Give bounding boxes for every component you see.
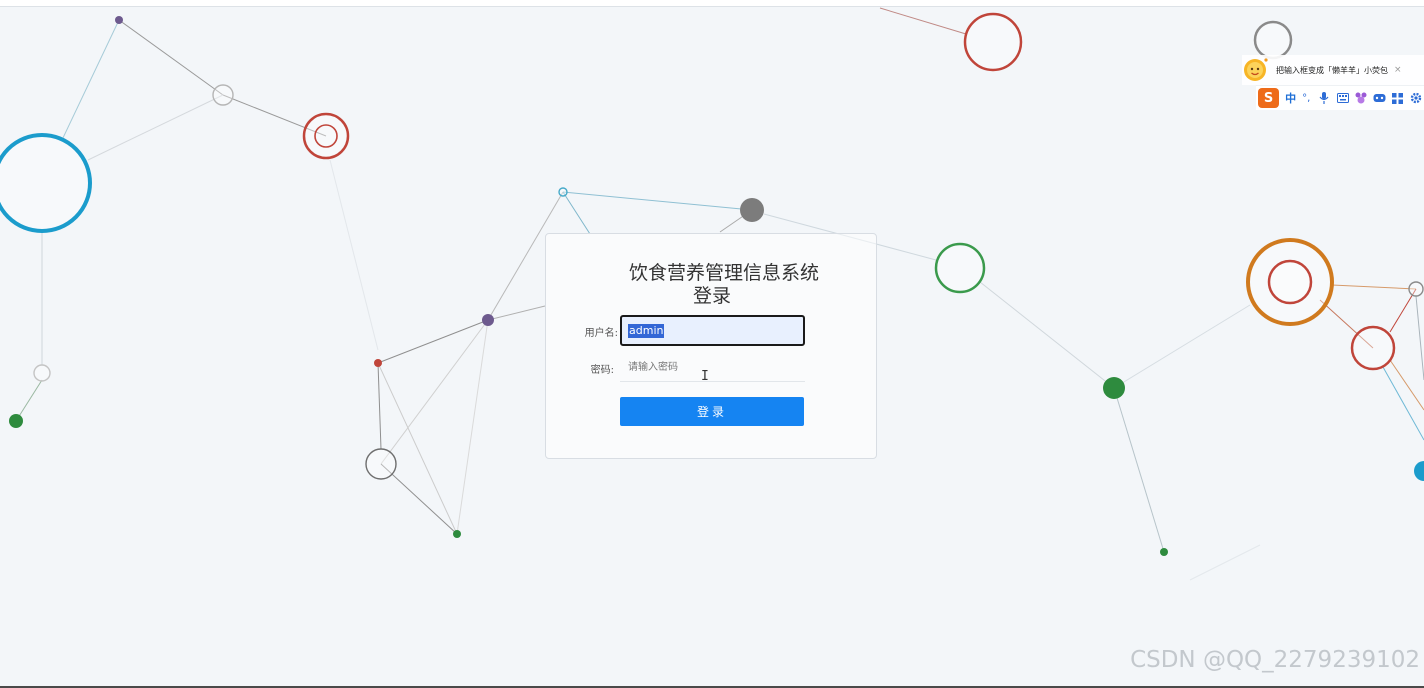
password-label: 密码: xyxy=(590,365,614,376)
network-node xyxy=(1350,325,1396,371)
username-label: 用户名: xyxy=(584,328,618,339)
ime-toolbar: S 中 °, xyxy=(1256,85,1424,110)
network-node xyxy=(212,84,234,106)
network-link xyxy=(1331,284,1417,290)
network-link xyxy=(456,319,489,535)
password-input[interactable] xyxy=(620,354,805,382)
network-link xyxy=(562,191,591,235)
ime-language-toggle[interactable]: 中 xyxy=(1285,92,1297,105)
network-link xyxy=(879,7,967,35)
network-node xyxy=(558,187,568,197)
network-node xyxy=(1103,377,1125,399)
network-link xyxy=(329,159,379,351)
network-node xyxy=(1414,461,1424,481)
network-link xyxy=(380,463,458,535)
close-icon[interactable]: × xyxy=(1394,65,1402,75)
network-link xyxy=(222,94,327,137)
settings-icon[interactable] xyxy=(1408,90,1424,106)
network-link xyxy=(1113,304,1251,389)
ime-tip-bubble[interactable]: 把输入框变成「懒羊羊」小荧包 × xyxy=(1242,55,1424,85)
ime-tip-text: 把输入框变成「懒羊羊」小荧包 xyxy=(1276,65,1388,75)
network-link xyxy=(61,19,120,141)
network-node xyxy=(963,12,1023,72)
network-node xyxy=(1253,20,1293,60)
network-link xyxy=(1382,366,1424,441)
network-link xyxy=(377,319,489,364)
text-cursor-icon: I xyxy=(701,369,709,384)
network-node xyxy=(374,359,382,367)
network-node xyxy=(934,242,986,294)
keyboard-icon[interactable] xyxy=(1335,90,1351,106)
network-node xyxy=(1160,548,1168,556)
network-link xyxy=(562,191,753,211)
network-node xyxy=(482,314,494,326)
system-title: 饮食营养管理信息系统 xyxy=(628,262,819,284)
network-node xyxy=(33,364,51,382)
network-link xyxy=(1415,295,1424,381)
login-title: 饮食营养管理信息系统 登录 xyxy=(546,262,878,308)
toolbox-icon[interactable] xyxy=(1389,90,1405,106)
login-heading: 登录 xyxy=(692,285,731,307)
punctuation-toggle[interactable]: °, xyxy=(1302,92,1311,104)
network-link xyxy=(377,362,382,450)
network-node xyxy=(453,530,461,538)
network-link xyxy=(15,379,43,422)
login-card: 饮食营养管理信息系统 登录 用户名: admin 密码: I 登录 xyxy=(545,233,877,459)
network-link xyxy=(380,319,489,465)
sogou-logo-icon[interactable]: S xyxy=(1258,88,1280,108)
network-node xyxy=(365,448,397,480)
network-node-inner xyxy=(314,124,338,148)
network-link xyxy=(487,305,546,321)
network-node xyxy=(115,16,123,24)
network-node xyxy=(1267,259,1313,305)
network-node xyxy=(9,414,23,428)
network-node xyxy=(302,112,350,160)
window-bottom-edge xyxy=(0,686,1424,688)
microphone-icon[interactable] xyxy=(1316,90,1332,106)
network-link xyxy=(1319,299,1374,349)
skin-icon[interactable] xyxy=(1353,90,1369,106)
network-node xyxy=(740,198,764,222)
network-link xyxy=(1189,544,1261,581)
csdn-watermark: CSDN @QQ_2279239102 xyxy=(1130,647,1420,673)
network-link xyxy=(979,281,1115,389)
network-node xyxy=(1408,281,1424,297)
network-link xyxy=(1389,288,1417,333)
gamepad-icon[interactable] xyxy=(1371,90,1387,106)
login-button[interactable]: 登录 xyxy=(620,397,804,426)
network-link xyxy=(1389,359,1424,411)
window-top-edge xyxy=(0,0,1424,7)
network-node xyxy=(1246,238,1334,326)
username-value: admin xyxy=(628,323,665,338)
network-link xyxy=(87,94,224,161)
network-link xyxy=(487,191,564,321)
network-link xyxy=(1113,387,1165,553)
network-node xyxy=(0,133,92,233)
username-input[interactable]: admin xyxy=(620,315,805,346)
network-link xyxy=(118,19,224,96)
sun-mascot-icon xyxy=(1242,57,1268,83)
network-link xyxy=(377,362,458,535)
